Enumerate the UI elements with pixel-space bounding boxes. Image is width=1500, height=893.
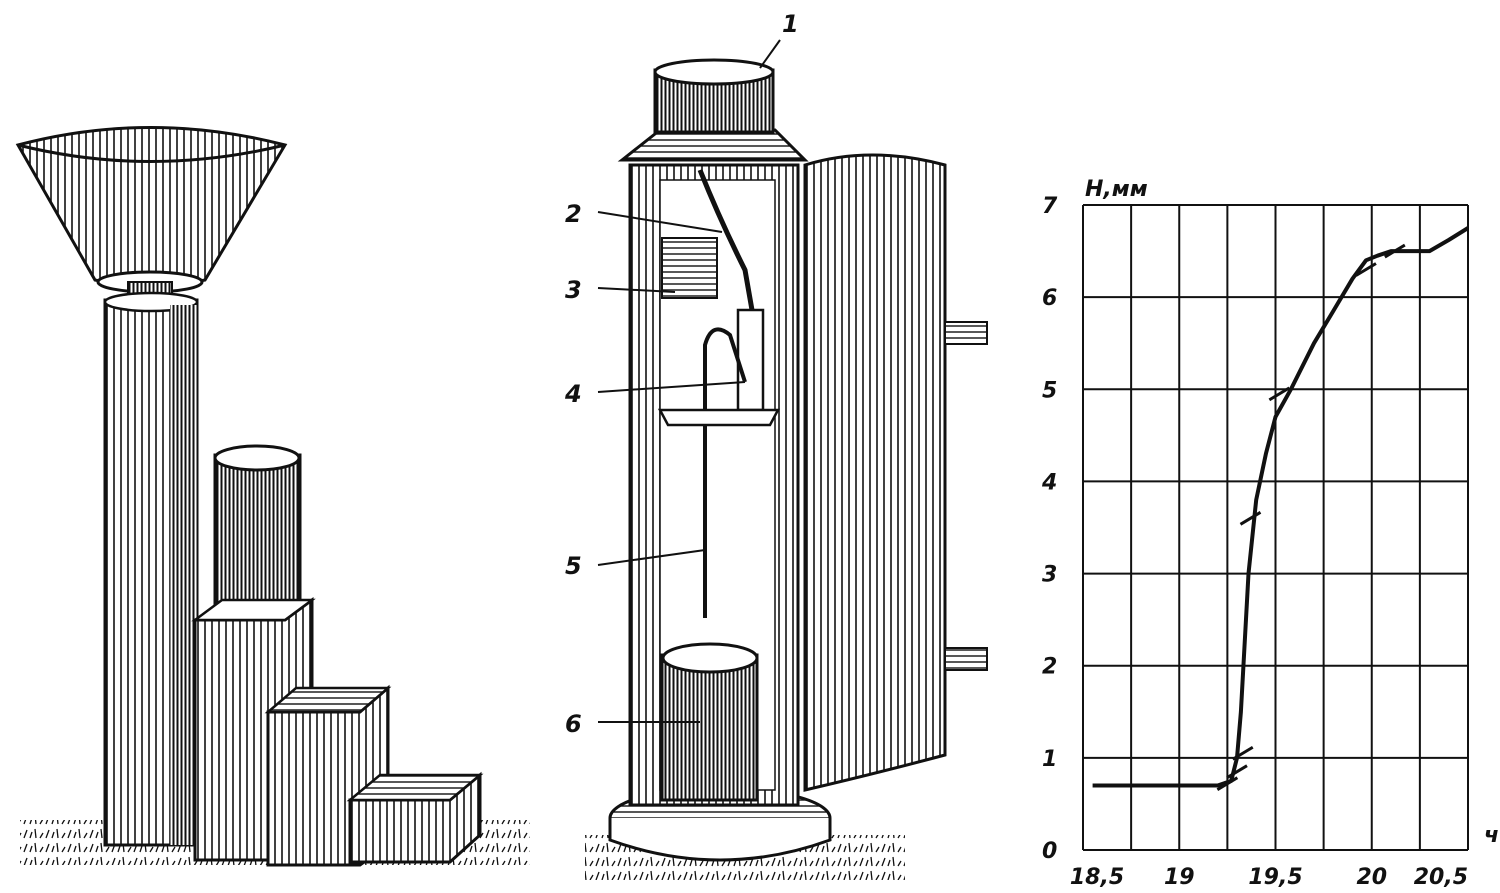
y-tick-label: 3 xyxy=(1042,563,1057,588)
inlet-pipe xyxy=(697,169,755,311)
callout-2: 2 xyxy=(565,200,582,228)
chart-grid xyxy=(1082,204,1469,851)
callout-4: 4 xyxy=(564,380,582,408)
trace-mark xyxy=(1384,243,1406,259)
x-tick-label: 19 xyxy=(1164,865,1195,890)
funnel-cone xyxy=(15,126,288,288)
column-shade xyxy=(170,305,197,845)
y-tick-label: 0 xyxy=(1042,839,1057,864)
callout-3: 3 xyxy=(565,276,582,304)
x-tick-label: 20 xyxy=(1356,865,1387,890)
block-middle-top xyxy=(264,686,392,714)
collecting-vessel xyxy=(660,653,759,802)
series-line xyxy=(1092,226,1470,788)
measuring-cylinder xyxy=(213,453,302,622)
y-tick-label: 7 xyxy=(1042,194,1058,219)
x-tick-labels: 18,5 19 19,5 20 20,5 xyxy=(1070,865,1468,890)
housing-door xyxy=(803,153,947,792)
callout-1: 1 xyxy=(782,10,799,38)
recorder-plate xyxy=(661,237,718,299)
leader-1 xyxy=(759,39,781,69)
y-tick-labels: 0 1 2 3 4 5 6 7 xyxy=(1041,194,1058,864)
series-marks xyxy=(1216,243,1406,791)
funnel-rim xyxy=(17,143,286,163)
trace-mark xyxy=(1216,776,1239,791)
housing-shoulder xyxy=(617,128,809,162)
x-tick-label: 20,5 xyxy=(1414,865,1468,890)
cylinder-mouth xyxy=(213,444,301,472)
vessel-mouth xyxy=(661,642,759,674)
float-chamber xyxy=(736,308,765,412)
trace-mark xyxy=(1226,764,1248,779)
y-tick-label: 1 xyxy=(1042,747,1057,772)
trace-mark xyxy=(1232,745,1254,761)
x-tick-label: 18,5 xyxy=(1070,865,1124,890)
x-tick-label: 19,5 xyxy=(1248,865,1302,890)
base-plate-side xyxy=(608,818,832,862)
leader-4 xyxy=(597,381,746,393)
block-tall-top xyxy=(191,598,316,622)
leader-5 xyxy=(597,549,706,566)
shelf xyxy=(657,408,781,427)
precipitation-chart: 0 1 2 3 4 5 6 7 18,5 19 19,5 20 20,5 H,мм ч xyxy=(1041,177,1499,890)
trace-mark xyxy=(1355,262,1377,277)
receiver-top xyxy=(653,58,775,86)
middle-drawing-pluviograph: 1 2 3 4 5 6 xyxy=(564,10,988,880)
x-axis-label: ч xyxy=(1484,823,1499,848)
left-drawing-rain-gauge xyxy=(15,126,530,867)
block-low-top xyxy=(346,773,484,802)
y-tick-label: 4 xyxy=(1041,470,1057,495)
callout-6: 6 xyxy=(565,710,582,738)
y-tick-label: 6 xyxy=(1042,286,1057,311)
leader-2 xyxy=(597,211,723,233)
y-tick-label: 2 xyxy=(1042,655,1057,680)
y-axis-label: H,мм xyxy=(1085,177,1148,202)
trace-mark xyxy=(1239,510,1262,526)
trace-mark xyxy=(1268,386,1291,402)
leader-3 xyxy=(597,287,676,293)
door-hinge-upper xyxy=(944,321,988,345)
siphon-tube xyxy=(703,327,747,420)
callout-5: 5 xyxy=(565,552,582,580)
door-hinge-lower xyxy=(944,647,988,671)
y-tick-label: 5 xyxy=(1042,378,1057,403)
